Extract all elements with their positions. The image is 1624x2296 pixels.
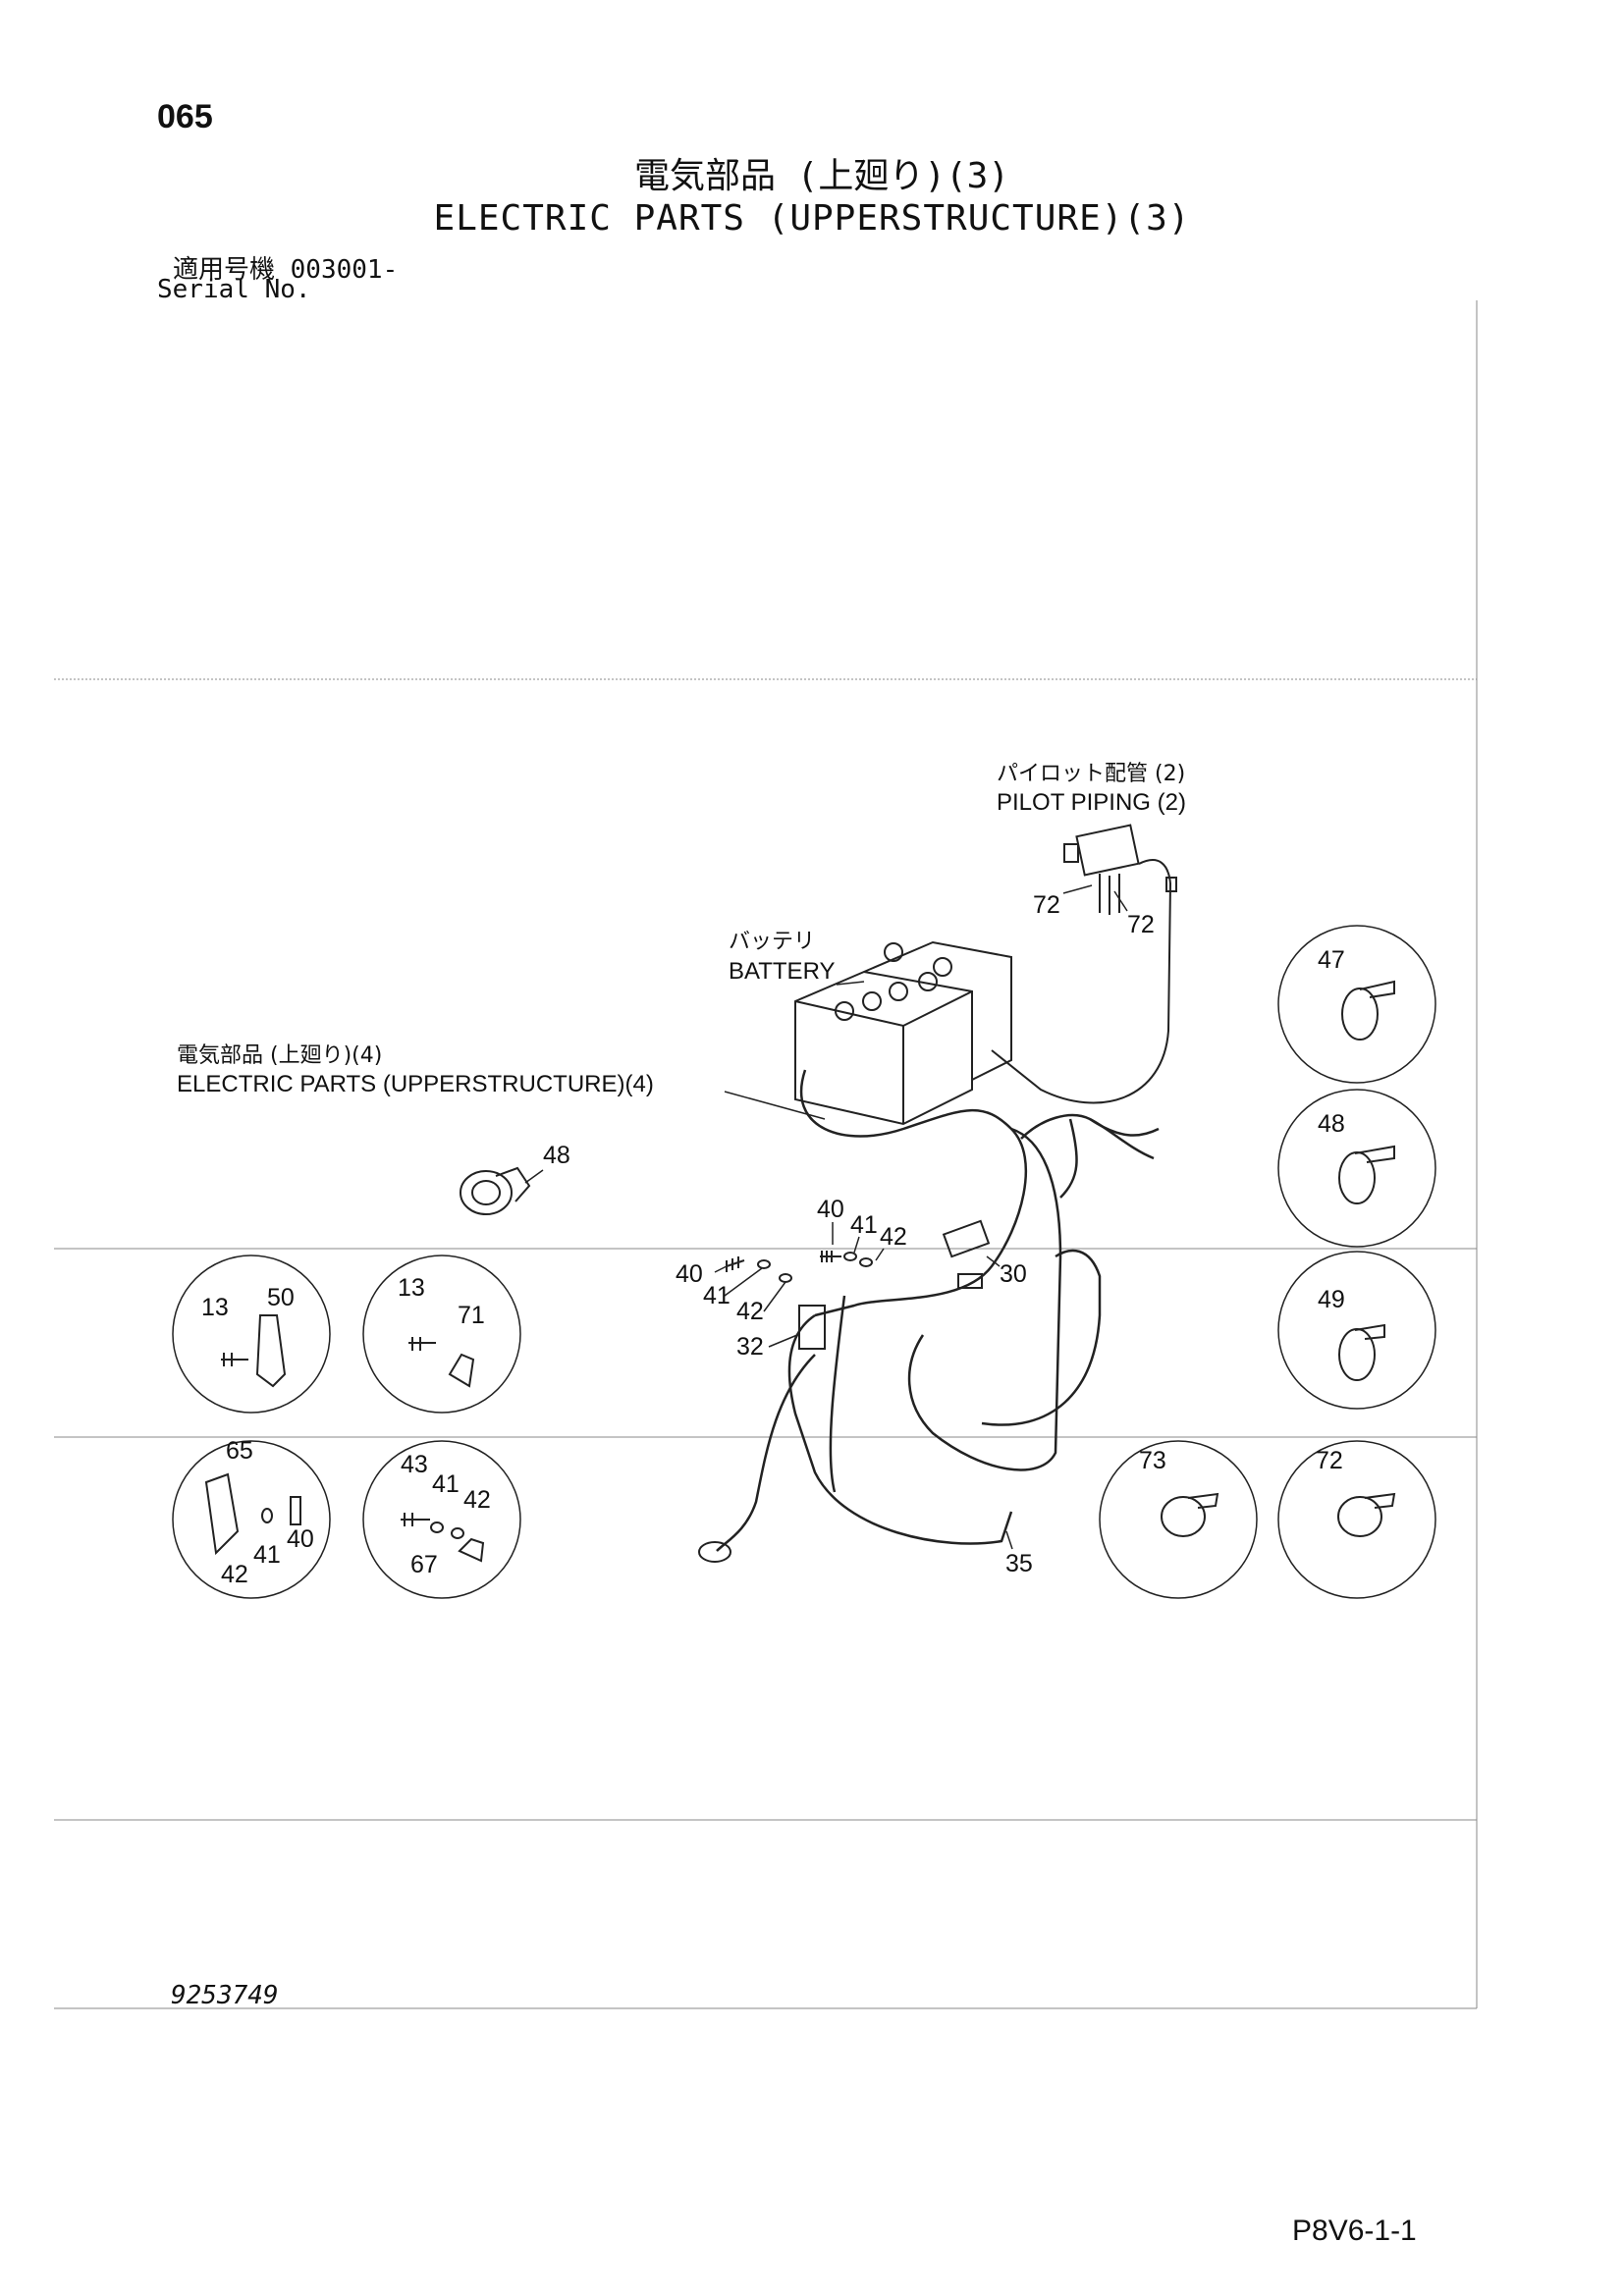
serial-label-english: Serial No. bbox=[157, 275, 311, 304]
detail-label-71: 71 bbox=[458, 1302, 485, 1329]
detail-circle-13-71 bbox=[362, 1255, 521, 1414]
callout-battery-jp: バッテリ bbox=[729, 930, 815, 954]
bolts-group bbox=[726, 1251, 873, 1283]
detail-label-43: 43 bbox=[401, 1451, 428, 1478]
harness-ring-terminal bbox=[698, 1541, 731, 1563]
detail-label-50: 50 bbox=[267, 1284, 295, 1311]
detail-circle-72 bbox=[1277, 1440, 1436, 1599]
battery bbox=[794, 940, 1012, 1126]
page-code: P8V6-1-1 bbox=[1292, 2215, 1417, 2247]
part-label-48: 48 bbox=[543, 1142, 570, 1169]
part-label-32: 32 bbox=[736, 1333, 764, 1361]
pilot-valve bbox=[991, 824, 1177, 1104]
horn bbox=[460, 1166, 531, 1215]
detail-label-65: 65 bbox=[226, 1437, 253, 1465]
detail-label-47: 47 bbox=[1318, 946, 1345, 974]
detail-label-48: 48 bbox=[1318, 1110, 1345, 1138]
drawing-number: 9253749 bbox=[171, 1981, 279, 2010]
detail-circle-48 bbox=[1277, 1089, 1436, 1248]
detail-label-42: 42 bbox=[221, 1561, 248, 1588]
part-label-41: 41 bbox=[850, 1211, 878, 1239]
callout-electric4-en: ELECTRIC PARTS (UPPERSTRUCTURE)(4) bbox=[177, 1071, 654, 1097]
title-english: ELECTRIC PARTS (UPPERSTRUCTURE)(3) bbox=[433, 198, 1191, 239]
detail-label-41: 41 bbox=[253, 1541, 281, 1569]
detail-label-13: 13 bbox=[398, 1274, 425, 1302]
leader-lines bbox=[524, 884, 1128, 1550]
page-number: 065 bbox=[157, 98, 213, 135]
detail-circle-47 bbox=[1277, 925, 1436, 1084]
detail-circle-65 bbox=[172, 1440, 331, 1599]
detail-circle-43-67 bbox=[362, 1440, 521, 1599]
serial-label-japanese: 適用号機 003001- bbox=[173, 255, 399, 285]
wire-harness bbox=[716, 1069, 1160, 1552]
part-label-41: 41 bbox=[703, 1282, 731, 1309]
detail-label-73: 73 bbox=[1139, 1447, 1166, 1474]
callout-pilot-piping-jp: パイロット配管 (2) bbox=[997, 762, 1185, 786]
detail-label-41: 41 bbox=[432, 1470, 460, 1498]
title-japanese: 電気部品 (上廻り)(3) bbox=[633, 156, 1010, 196]
detail-circle-73 bbox=[1099, 1440, 1258, 1599]
part-label-72: 72 bbox=[1033, 891, 1060, 919]
part-label-40: 40 bbox=[676, 1260, 703, 1288]
part-label-72: 72 bbox=[1127, 911, 1155, 938]
connector-block bbox=[798, 1219, 991, 1350]
part-label-42: 42 bbox=[736, 1298, 764, 1325]
detail-label-67: 67 bbox=[410, 1551, 438, 1578]
frame-lines bbox=[54, 300, 1478, 2009]
callout-pilot-piping-en: PILOT PIPING (2) bbox=[997, 789, 1186, 816]
detail-label-72: 72 bbox=[1316, 1447, 1343, 1474]
detail-circle-13-50 bbox=[172, 1255, 331, 1414]
callout-electric4-jp: 電気部品 (上廻り)(4) bbox=[177, 1043, 382, 1068]
detail-label-13: 13 bbox=[201, 1294, 229, 1321]
part-label-35: 35 bbox=[1005, 1550, 1033, 1577]
part-label-40: 40 bbox=[817, 1196, 844, 1223]
detail-label-49: 49 bbox=[1318, 1286, 1345, 1313]
part-label-42: 42 bbox=[880, 1223, 907, 1251]
detail-circle-49 bbox=[1277, 1251, 1436, 1410]
callout-battery-en: BATTERY bbox=[729, 958, 835, 985]
detail-label-40: 40 bbox=[287, 1525, 314, 1553]
part-label-30: 30 bbox=[1000, 1260, 1027, 1288]
detail-label-42: 42 bbox=[463, 1486, 491, 1514]
